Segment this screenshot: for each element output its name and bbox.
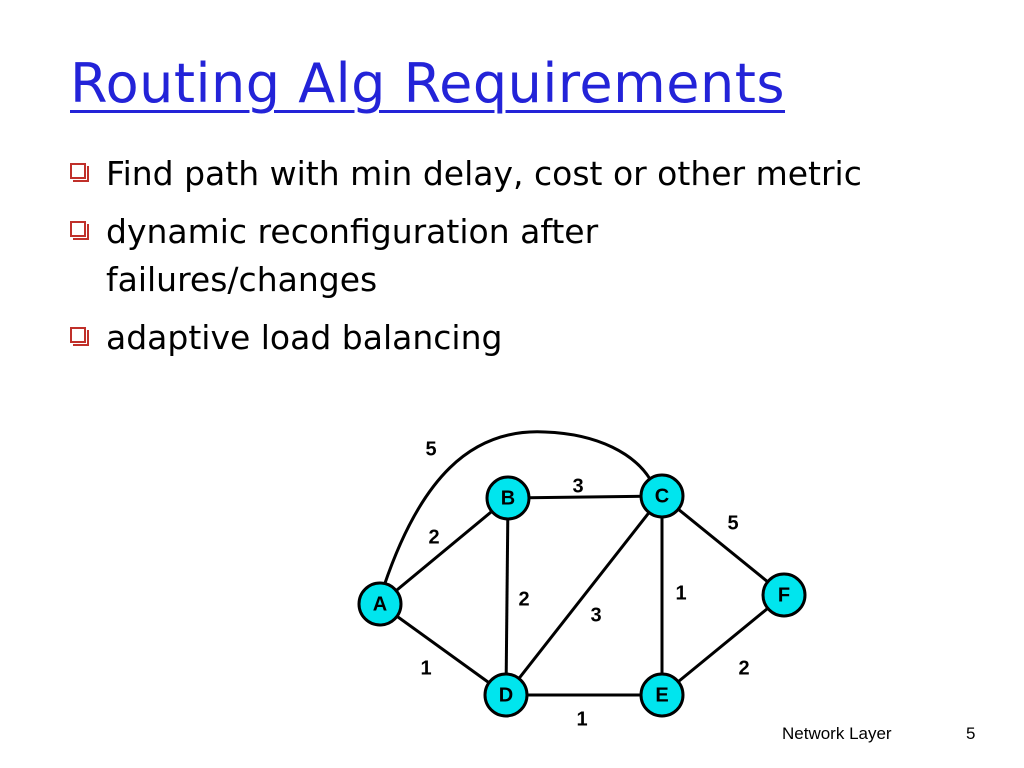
edge-weight-e-f: 2 [738,657,749,679]
node-b: B [485,475,531,521]
node-f: F [761,572,807,618]
edge-a-c [382,430,652,587]
node-circle [639,473,685,519]
node-c: C [639,473,685,519]
edge-weight-b-c: 3 [572,475,583,497]
node-label: D [499,684,513,706]
node-e: E [639,672,685,718]
edge-weight-c-d: 3 [590,604,601,626]
edge-weight-c-f: 5 [727,512,738,534]
edge-weight-a-d: 1 [420,657,431,679]
bullet-text: adaptive load balancing [106,318,503,357]
node-circle [639,672,685,718]
bullet-item: adaptive load balancing [68,314,868,362]
node-d: D [483,672,529,718]
node-circle [761,572,807,618]
footer-label: Network Layer [782,724,892,743]
bullet-text: Find path with min delay, cost or other … [106,154,862,193]
node-label: E [655,684,668,706]
node-circle [357,581,403,627]
page-number: 5 [966,724,976,743]
edge-weight-d-e: 1 [576,708,587,730]
node-circle [483,672,529,718]
edge-weight-a-c: 5 [425,438,436,460]
edge-c-d [504,495,664,696]
node-label: B [501,487,515,509]
edge-b-c [507,494,663,500]
node-label: F [778,584,790,606]
bullet-box-icon [70,163,89,182]
bullet-text: dynamic reconfiguration after failures/c… [106,212,599,299]
edge-weight-c-e: 1 [675,582,686,604]
node-label: A [373,593,387,615]
node-a: A [357,581,403,627]
node-label: C [655,485,669,507]
edge-weight-b-d: 2 [518,588,529,610]
edge-c-f [661,494,785,597]
edge-a-b [379,496,509,606]
bullet-box-icon [70,327,89,346]
bullet-box-icon [70,221,89,240]
bullet-item: dynamic reconfiguration after failures/c… [68,208,868,304]
bullet-item: Find path with min delay, cost or other … [68,150,868,198]
edge-e-f [661,593,785,697]
edge-a-d [379,602,507,697]
node-circle [485,475,531,521]
edge-b-d [504,497,510,696]
slide-title: Routing Alg Requirements [70,52,786,115]
bullet-list: Find path with min delay, cost or other … [68,150,868,372]
edge-weight-a-b: 2 [428,526,439,548]
